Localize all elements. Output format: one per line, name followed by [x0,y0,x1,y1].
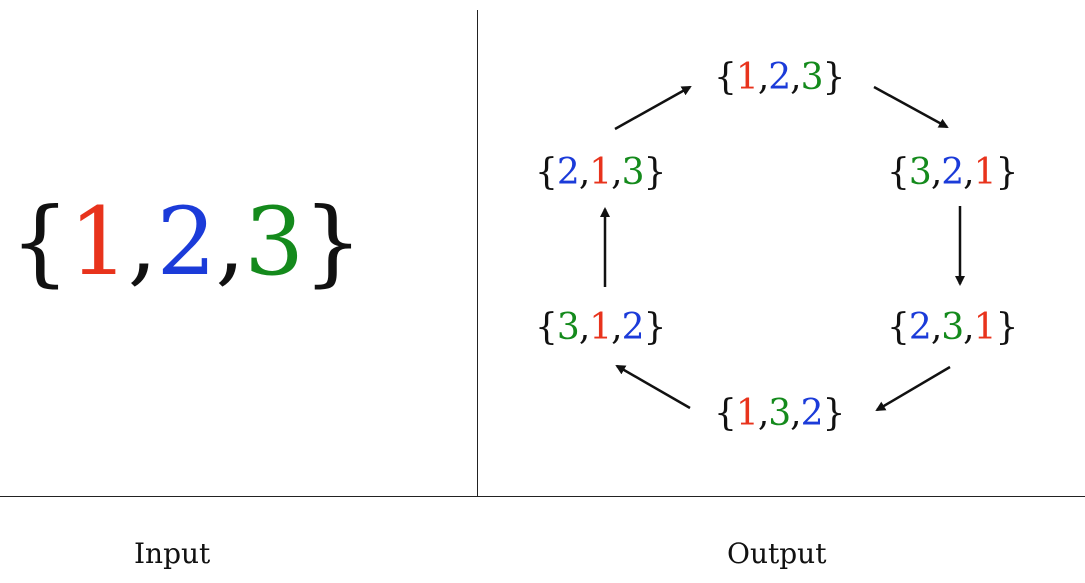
permutation-node-bottom: {1,3,2} [714,393,846,434]
close-brace: } [995,152,1019,193]
permutation-node-upper-right: {3,2,1} [887,152,1019,193]
permutation-node-lower-left: {3,1,2} [535,307,667,348]
perm-element: 2 [768,57,791,98]
comma: , [127,188,158,297]
permutation-node-lower-right: {2,3,1} [887,307,1019,348]
perm-element: 3 [908,152,932,193]
perm-element: 2 [908,307,932,348]
arrow-bottom-to-lower-left [615,364,691,410]
perm-element: 3 [556,307,580,348]
perm-element: 1 [589,152,612,193]
comma: , [790,57,801,98]
comma: , [790,393,801,434]
close-brace: } [303,188,363,297]
comma: , [757,57,769,98]
comma: , [578,152,590,193]
close-brace: } [822,393,846,434]
comma: , [578,307,590,348]
perm-element: 2 [556,152,580,193]
arrow-top-to-upper-right [873,85,949,129]
perm-element: 2 [621,307,645,348]
vertical-divider [477,10,478,496]
close-brace: } [822,57,846,98]
perm-element: 3 [941,307,964,348]
perm-element: 1 [973,152,997,193]
perm-element: 1 [973,307,997,348]
input-element-1: 1 [68,188,129,297]
perm-element: 3 [621,152,645,193]
horizontal-divider [0,496,1085,497]
comma: , [757,393,769,434]
comma: , [930,152,942,193]
comma: , [963,152,974,193]
open-brace: { [887,307,910,348]
comma: , [215,188,245,297]
open-brace: { [887,152,910,193]
comma: , [611,307,622,348]
input-element-3: 3 [244,188,304,297]
comma: , [963,307,974,348]
input-caption: Input [134,537,211,570]
permutation-node-top: {1,2,3} [714,57,846,98]
arrow-lower-right-to-bottom [875,365,951,412]
close-brace: } [995,307,1019,348]
perm-element: 2 [800,393,824,434]
close-brace: } [643,307,667,348]
close-brace: } [643,152,667,193]
permutation-node-upper-left: {2,1,3} [535,152,667,193]
perm-element: 1 [735,57,759,98]
open-brace: { [714,393,737,434]
input-set: {1,2,3} [10,196,363,290]
comma: , [930,307,942,348]
perm-element: 3 [800,57,824,98]
open-brace: { [10,188,70,297]
open-brace: { [535,307,558,348]
input-element-2: 2 [156,188,217,297]
open-brace: { [714,57,737,98]
perm-element: 3 [768,393,791,434]
perm-element: 1 [735,393,759,434]
arrow-upper-left-to-top [614,85,692,131]
perm-element: 2 [941,152,964,193]
comma: , [611,152,622,193]
perm-element: 1 [589,307,612,348]
output-caption: Output [727,537,827,570]
open-brace: { [535,152,558,193]
